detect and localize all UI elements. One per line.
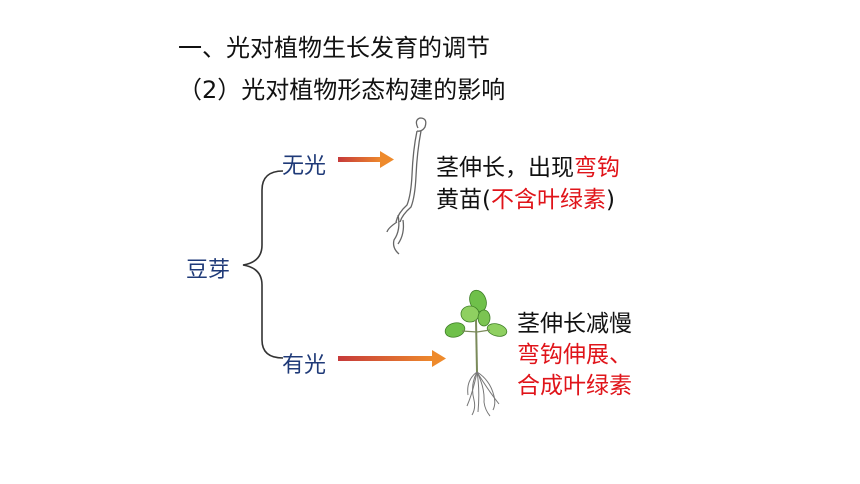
page-title: 一、光对植物生长发育的调节 <box>178 34 490 62</box>
result-text-highlight: 弯钩伸展、 <box>517 342 632 368</box>
condition-label-dark: 无光 <box>282 154 327 179</box>
result-text-highlight: 弯钩 <box>574 155 620 181</box>
result-line-light-1: 茎伸长减慢 <box>517 304 632 338</box>
curly-brace <box>242 170 284 359</box>
condition-label-light: 有光 <box>282 353 327 378</box>
green-seedling-image <box>444 289 508 417</box>
result-text: ) <box>605 187 615 213</box>
result-line-dark-1: 茎伸长，出现弯钩 <box>436 148 620 182</box>
result-text: 黄苗( <box>436 187 491 213</box>
arrow-dark <box>338 151 394 168</box>
result-line-light-3: 合成叶绿素 <box>517 366 632 400</box>
arrow-light <box>338 350 446 367</box>
result-line-light-2: 弯钩伸展、 <box>517 335 632 369</box>
result-text-highlight: 不含叶绿素 <box>490 187 606 213</box>
etiolated-sprout-image <box>386 117 427 255</box>
result-line-dark-2: 黄苗(不含叶绿素) <box>436 180 615 214</box>
root-label-bean-sprout: 豆芽 <box>186 258 231 283</box>
page-subtitle: （2）光对植物形态构建的影响 <box>178 76 506 104</box>
result-text-highlight: 合成叶绿素 <box>517 373 632 399</box>
result-text: 茎伸长，出现 <box>436 155 574 181</box>
result-text: 茎伸长减慢 <box>517 311 632 337</box>
